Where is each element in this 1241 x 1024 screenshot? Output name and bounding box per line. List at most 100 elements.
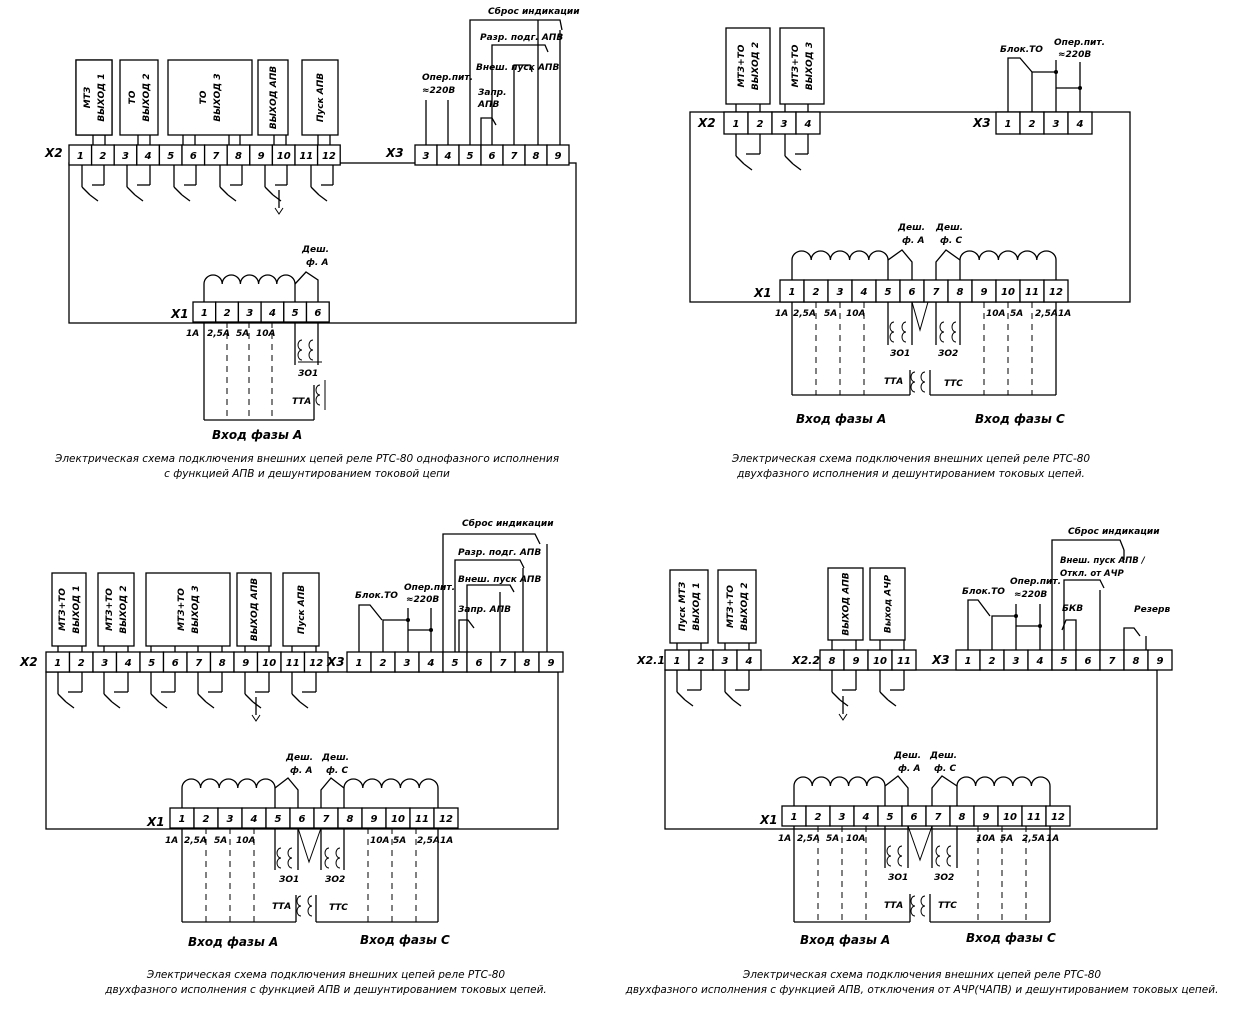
desh-label: ф. А (306, 258, 328, 268)
current-label: 2,5А (797, 834, 820, 844)
wire (907, 825, 933, 862)
box-label: МТЗ (83, 86, 93, 108)
terminal-number: 3 (722, 656, 729, 667)
terminal-number: 9 (371, 814, 378, 825)
wire (442, 533, 541, 652)
x1-terminal-12 (433, 807, 459, 829)
ttc-label: ТТС (938, 901, 957, 911)
terminal-number: 3 (781, 119, 788, 130)
box-label: ВЫХОД АПВ (250, 578, 260, 641)
zo1-coil (308, 339, 314, 361)
current-coil (793, 776, 886, 787)
terminal-number: 5 (275, 814, 282, 825)
vnesh-label: Внеш. пуск АПВ (458, 575, 541, 585)
box-label: ТО (199, 90, 209, 104)
current-label: 5А (826, 834, 839, 844)
terminal-number: 3 (839, 812, 846, 823)
tt-coil (296, 895, 302, 917)
razr-label: Разр. подг. АПВ (480, 33, 563, 43)
box-label: ВЫХОД 1 (97, 73, 107, 121)
terminal-number: 1 (674, 656, 681, 667)
wire (684, 699, 694, 707)
x2-terminal-12 (316, 144, 341, 166)
terminal-number: 11 (415, 814, 429, 825)
desh-label: Деш. (321, 753, 349, 763)
desh-label: ф. С (940, 236, 962, 246)
box-label: ВЫХОД 2 (751, 42, 761, 90)
relay-body (68, 162, 577, 324)
terminal-number: 10 (1003, 812, 1017, 823)
label-x1: X1 (170, 307, 189, 321)
terminal-number: 2 (815, 812, 822, 823)
vnesh-label: Внеш. пуск АПВ (476, 63, 559, 73)
desh-label: Деш. (285, 753, 313, 763)
terminal-number: 9 (555, 151, 562, 162)
caption-line-1: Электрическая схема подключения внешних … (731, 453, 1091, 465)
wire (299, 701, 309, 709)
current-coil (181, 778, 276, 789)
terminal-number: 11 (897, 656, 911, 667)
wire (103, 693, 113, 703)
current-label: 10А (846, 309, 866, 319)
wire (887, 699, 897, 707)
box-label: МТЗ+ТО (177, 588, 187, 631)
zo1-coil (297, 339, 303, 361)
output-box-1 (51, 572, 87, 647)
wire (513, 64, 533, 145)
box-label: ВЫХОД 3 (213, 73, 223, 121)
terminal-number: 6 (172, 658, 179, 669)
wire (318, 194, 328, 202)
zapr-label: Запр. АПВ (458, 605, 511, 615)
wire (320, 777, 345, 808)
wire (831, 691, 841, 701)
desh-label: Деш. (929, 751, 957, 761)
box-label: Пуск МТЗ (678, 581, 688, 631)
output-apv (827, 567, 864, 641)
wire (469, 19, 563, 145)
terminal-number: 4 (1036, 656, 1044, 667)
terminal-number: 10 (262, 658, 276, 669)
wire (1031, 71, 1056, 112)
wire (81, 186, 91, 196)
label-x2: X2 (19, 655, 38, 669)
box-label: МТЗ+ТО (791, 44, 801, 87)
terminal-number: 4 (804, 119, 812, 130)
terminal-number: 8 (829, 656, 836, 667)
tta-label: ТТА (884, 901, 903, 911)
wire (310, 186, 320, 196)
wire (931, 775, 958, 806)
terminal-number: 5 (887, 812, 894, 823)
wire (272, 194, 282, 202)
terminal-number: 5 (452, 658, 459, 669)
wire (879, 691, 889, 701)
wire (291, 693, 301, 703)
current-label: 5А (214, 836, 227, 846)
terminal-number: 5 (467, 151, 474, 162)
terminal-number: 4 (250, 814, 258, 825)
wire (838, 713, 848, 721)
current-label: 1А (1046, 834, 1059, 844)
terminal-number: 12 (439, 814, 453, 825)
box-label: МТЗ+ТО (726, 585, 736, 628)
current-label: 2,5А (1022, 834, 1045, 844)
terminal-number: 2 (380, 658, 387, 669)
terminal-number: 4 (862, 812, 870, 823)
terminal-number: 7 (1109, 656, 1116, 667)
terminal-number: 10 (277, 151, 291, 162)
box-label: ВЫХОД 2 (142, 73, 152, 121)
terminal-number: 8 (219, 658, 226, 669)
terminal-number: 9 (548, 658, 555, 669)
caption-line-2: двухфазного исполнения с функцией АПВ, о… (625, 984, 1219, 996)
caption-line-1: Электрическая схема подключения внешних … (146, 969, 506, 981)
label-x2: X2 (44, 146, 63, 160)
vnesh-label: Внеш. пуск АПВ / (1060, 556, 1146, 566)
oper-label: ≈220В (422, 86, 455, 96)
x3-terminal-9 (1147, 649, 1173, 671)
terminal-number: 3 (404, 658, 411, 669)
tt-coil (920, 895, 926, 917)
terminal-number: 1 (789, 287, 796, 298)
oper-label: ≈220В (406, 595, 439, 605)
bkv-label: БКВ (1062, 604, 1083, 614)
terminal-number: 1 (733, 119, 740, 130)
